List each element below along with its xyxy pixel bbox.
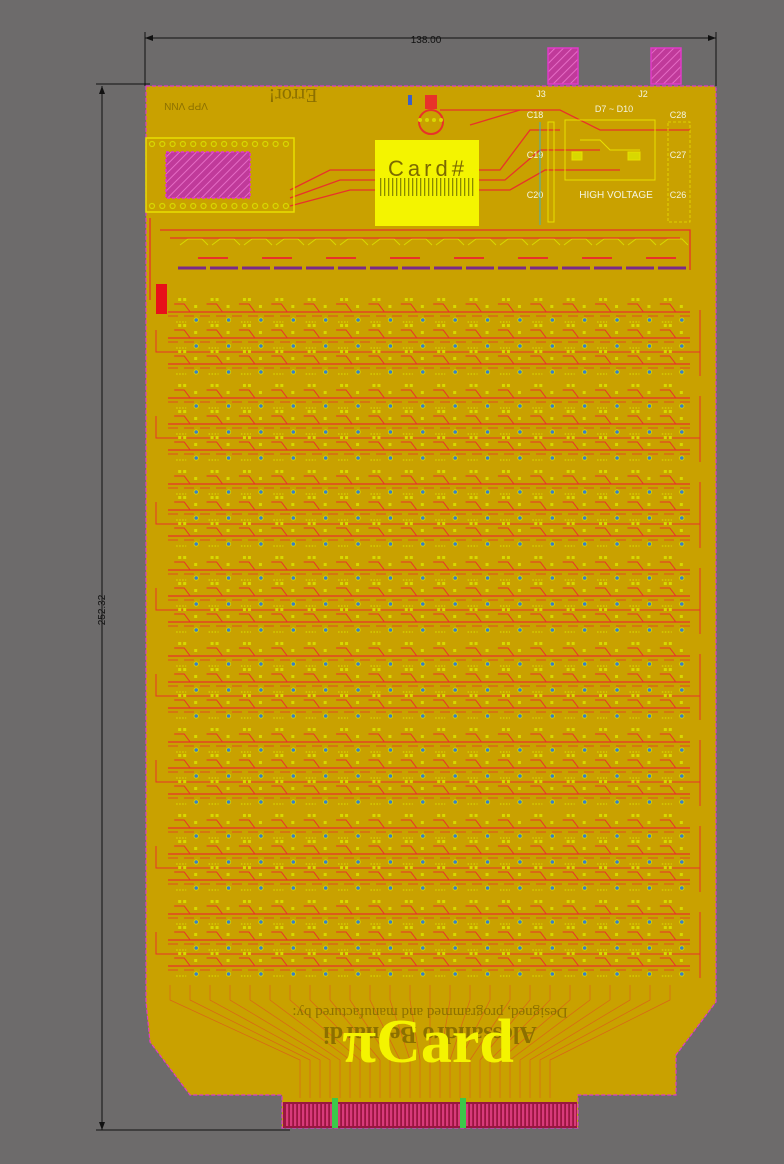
- cap-c20-label: C20: [527, 190, 544, 200]
- ic-socket-module: [145, 137, 295, 213]
- j2-label: J2: [638, 89, 648, 99]
- width-dimension: 138.00: [144, 32, 717, 86]
- high-voltage-diodes: [564, 119, 656, 181]
- credit-line-1: Designed, programmed and manufactured by…: [292, 1004, 567, 1020]
- width-dimension-label: 138.00: [411, 35, 442, 46]
- cap-c28-label: C28: [670, 110, 687, 120]
- pi-card-title: πCard: [342, 1008, 514, 1076]
- capacitors-left: C18 C19 C20: [527, 110, 555, 225]
- connector-j2-footprint: [650, 47, 682, 85]
- height-dimension: 252.32: [96, 83, 290, 1131]
- pcb-board: [145, 85, 717, 1129]
- diodes-label: D7 ~ D10: [595, 104, 633, 114]
- j3-label: J3: [536, 89, 546, 99]
- card-number-label-area: Card#: [375, 140, 479, 226]
- error-silkscreen: Error!: [269, 84, 318, 106]
- pixel-cell-array: [155, 238, 701, 1098]
- card-number-label: Card#: [388, 156, 468, 181]
- cap-c27-label: C27: [670, 150, 687, 160]
- vpp-vnn-silkscreen: VPP VNN: [164, 100, 208, 111]
- edge-connector: [283, 1098, 577, 1128]
- height-dimension-label: 252.32: [97, 594, 108, 625]
- cap-c26-label: C26: [670, 190, 687, 200]
- cap-c18-label: C18: [527, 110, 544, 120]
- credit-line-2: Alessandro Bernardi: [323, 1021, 537, 1047]
- cap-c19-label: C19: [527, 150, 544, 160]
- connector-j3-footprint: [547, 47, 579, 85]
- capacitors-right: C28 C27 C26: [667, 110, 691, 223]
- high-voltage-label: HIGH VOLTAGE: [579, 190, 653, 201]
- status-led: [408, 95, 444, 135]
- pin1-marker: [156, 284, 167, 314]
